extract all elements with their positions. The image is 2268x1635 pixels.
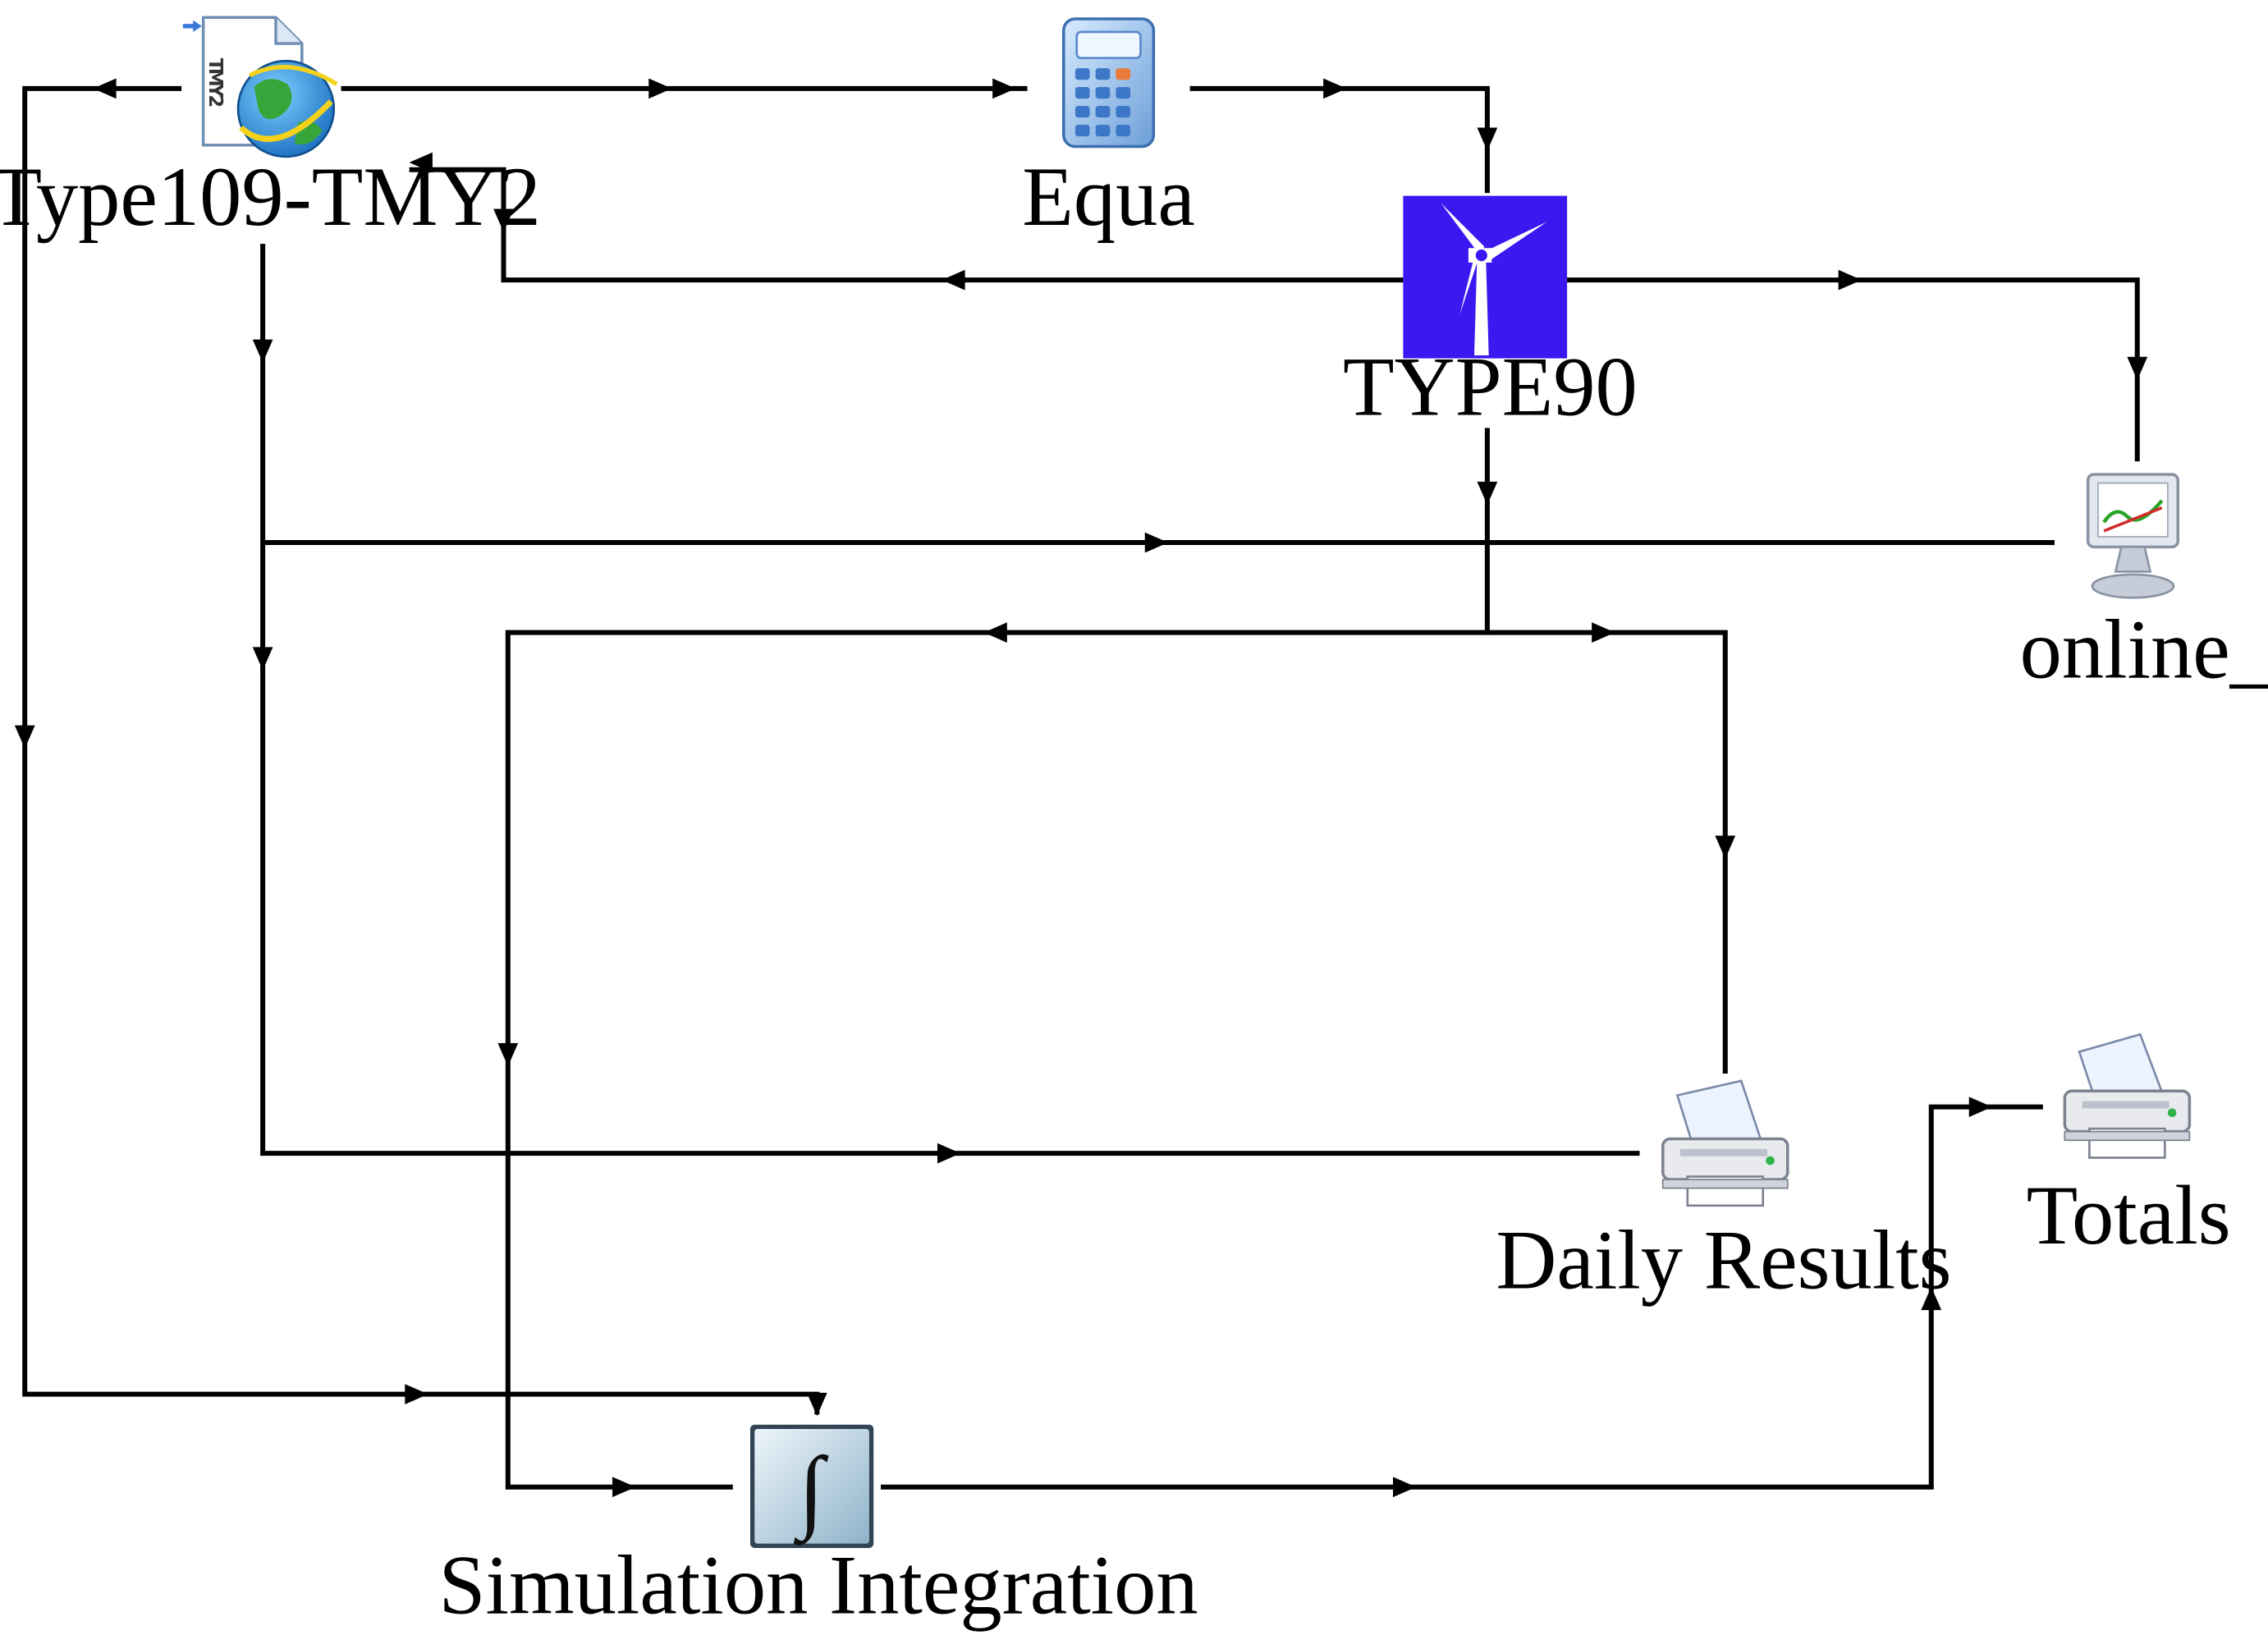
daily-results-label: Daily Results (1496, 1215, 1951, 1308)
wind-turbine-icon (1403, 195, 1568, 359)
simulation-integration-label: Simulation Integration (438, 1539, 1198, 1632)
integral-symbol: ∫ (794, 1438, 829, 1546)
online-plotter-monitor-icon (2086, 473, 2180, 599)
totals-label: Totals (2027, 1170, 2231, 1262)
link-type90-to-weather[interactable] (409, 152, 1404, 291)
component-weather-type109-tmy2[interactable]: TMY2 Type109-TMY2 (0, 16, 541, 244)
connections (14, 78, 2148, 1498)
component-daily-results[interactable]: Daily Results (1496, 1079, 1952, 1308)
link-equa-to-type90[interactable] (1189, 78, 1498, 194)
component-simulation-integration[interactable]: ∫ Simulation Integration (438, 1424, 1198, 1633)
component-equa[interactable]: Equa (1022, 17, 1195, 244)
weather-label: Type109-TMY2 (0, 151, 541, 244)
weather-file-globe-icon: TMY2 (182, 16, 338, 158)
component-online-t65[interactable]: online_T65 (2020, 473, 2268, 696)
link-weather-to-online[interactable] (263, 532, 2055, 553)
link-weather-to-equa[interactable] (341, 78, 1028, 99)
totals-printer-icon (2063, 1033, 2192, 1159)
link-type90-to-integration[interactable] (497, 428, 1498, 1498)
integral-icon: ∫ (749, 1424, 874, 1548)
link-integration-to-totals[interactable] (881, 1097, 2043, 1498)
link-weather-to-daily-results[interactable] (252, 243, 1640, 1164)
calculator-icon (1062, 17, 1156, 149)
component-totals[interactable]: Totals (2027, 1033, 2231, 1262)
link-type90-to-daily-results[interactable] (1487, 622, 1736, 1074)
weather-icon-text: TMY2 (204, 58, 226, 107)
online-t65-label: online_T65 (2020, 603, 2268, 696)
link-weather-to-integration[interactable] (14, 78, 827, 1417)
component-type90[interactable]: TYPE90 (1343, 195, 1638, 434)
daily-results-printer-icon (1661, 1079, 1789, 1207)
type90-label: TYPE90 (1343, 341, 1638, 434)
equa-label: Equa (1022, 151, 1195, 244)
link-type90-to-online[interactable] (1567, 269, 2148, 462)
